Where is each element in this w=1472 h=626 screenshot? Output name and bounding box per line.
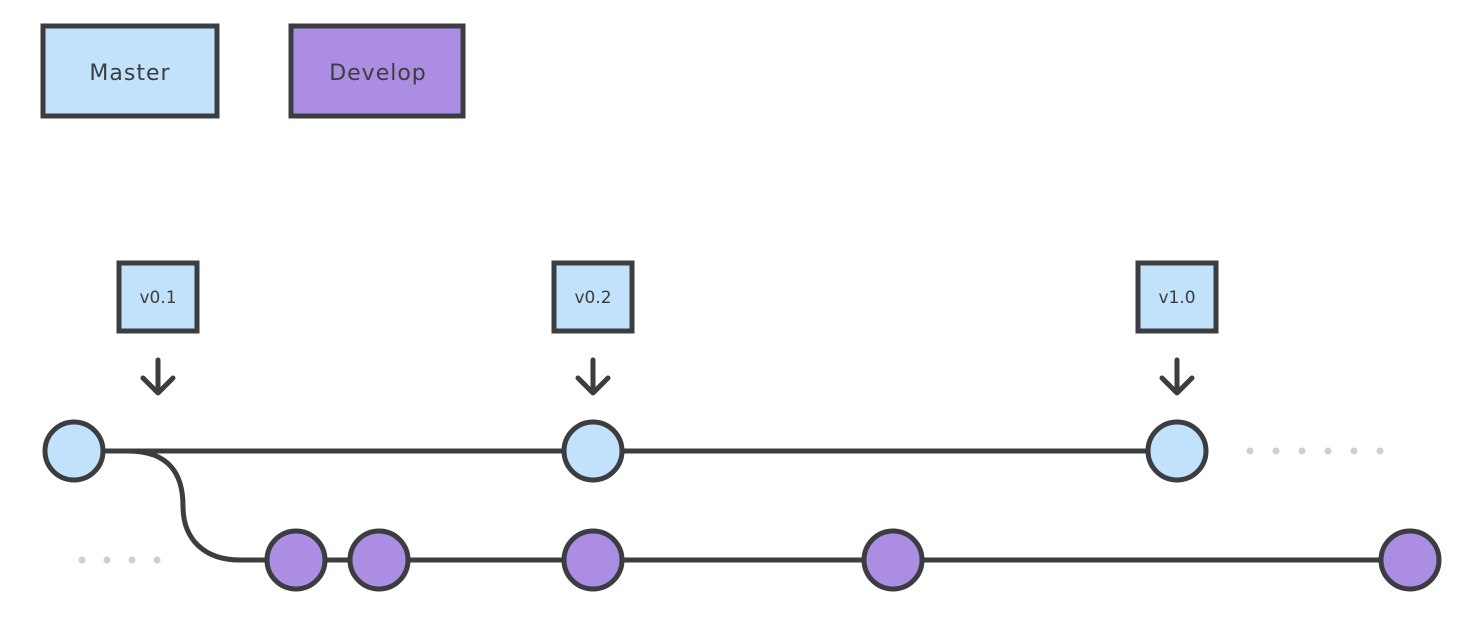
tag-label: v1.0 bbox=[1158, 288, 1195, 308]
ellipsis-dots-icon bbox=[1324, 447, 1332, 455]
legend: Master Develop bbox=[40, 23, 466, 119]
legend-master-label: Master bbox=[89, 61, 170, 86]
arrow-down-icon bbox=[140, 357, 176, 396]
master-commit bbox=[42, 419, 106, 483]
tag-box bbox=[1135, 260, 1219, 334]
legend-develop-swatch bbox=[288, 23, 466, 119]
ellipsis-dots-icon bbox=[103, 556, 111, 564]
develop-commit bbox=[264, 528, 328, 592]
develop-start-dots bbox=[78, 556, 161, 564]
tag-label: v0.2 bbox=[574, 288, 611, 308]
ellipsis-dots-icon bbox=[1350, 447, 1358, 455]
legend-develop-label: Develop bbox=[329, 61, 427, 86]
tag-v1-0: v1.0 bbox=[1135, 260, 1219, 396]
legend-master-swatch bbox=[40, 23, 220, 119]
ellipsis-dots-icon bbox=[78, 556, 86, 564]
ellipsis-dots-icon bbox=[128, 556, 136, 564]
master-commit bbox=[1145, 419, 1209, 483]
master-end-dots bbox=[1246, 447, 1384, 455]
tag-v0-2: v0.2 bbox=[551, 260, 635, 396]
ellipsis-dots-icon bbox=[1246, 447, 1254, 455]
master-commits bbox=[42, 419, 1209, 483]
ellipsis-dots-icon bbox=[153, 556, 161, 564]
develop-commit bbox=[347, 528, 411, 592]
tag-box bbox=[551, 260, 635, 334]
develop-commit bbox=[861, 528, 925, 592]
ellipsis-dots-icon bbox=[1272, 447, 1280, 455]
arrow-down-icon bbox=[1159, 357, 1195, 396]
develop-commit bbox=[1378, 528, 1442, 592]
master-commit bbox=[561, 419, 625, 483]
tag-v0-1: v0.1 bbox=[116, 260, 200, 396]
develop-commits bbox=[264, 528, 1442, 592]
arrow-down-icon bbox=[575, 357, 611, 396]
legend-develop: Develop bbox=[288, 23, 466, 119]
tag-box bbox=[116, 260, 200, 334]
legend-master: Master bbox=[40, 23, 220, 119]
develop-commit bbox=[561, 528, 625, 592]
tag-label: v0.1 bbox=[139, 288, 176, 308]
ellipsis-dots-icon bbox=[1298, 447, 1306, 455]
branch-connector bbox=[127, 448, 296, 563]
ellipsis-dots-icon bbox=[1376, 447, 1384, 455]
